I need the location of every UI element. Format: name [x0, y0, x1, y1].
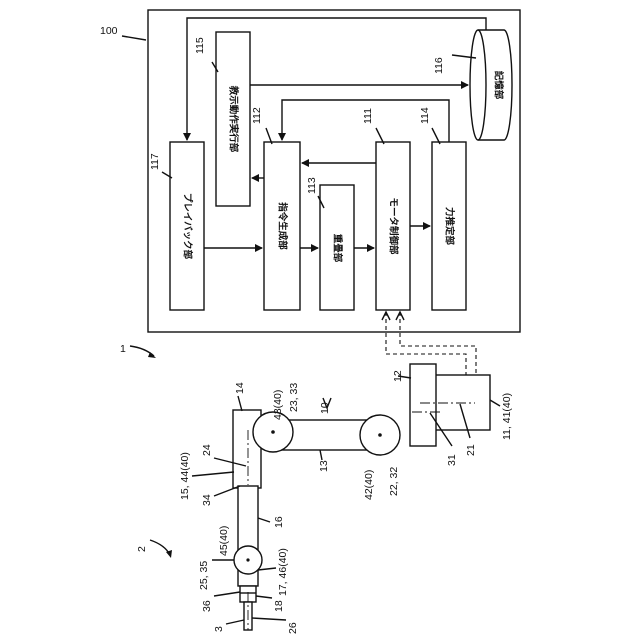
block-113-label: 重畳部: [332, 234, 344, 263]
label-16: 16: [273, 516, 285, 528]
label-100: 100: [100, 25, 118, 37]
leader-34: [214, 486, 240, 496]
label-4240: 42(40): [363, 470, 375, 500]
block-116-storage: [470, 30, 512, 140]
label-24: 24: [201, 444, 213, 456]
block-116-label: 記憶部: [493, 71, 505, 100]
block-117-label: プレイバック部: [182, 193, 194, 260]
block-115-label: 教示動作実行部: [228, 85, 240, 153]
label-36: 36: [201, 600, 213, 612]
label-14: 14: [234, 382, 246, 394]
joint-25-center: [246, 558, 249, 561]
label-2232: 22, 32: [388, 467, 400, 496]
label-112: 112: [251, 107, 263, 124]
label-111: 111: [362, 108, 374, 124]
label-3: 3: [213, 626, 225, 632]
leader-14: [238, 396, 242, 411]
robot-link-12: [410, 364, 436, 446]
label-114: 114: [419, 107, 431, 124]
label-1746: 17, 46(40): [277, 548, 289, 596]
label-21: 21: [465, 444, 477, 456]
label-115: 115: [194, 37, 206, 54]
block-112-label: 指令生成部: [277, 202, 289, 250]
label-4540: 45(40): [218, 526, 230, 556]
leader-18: [256, 596, 272, 598]
leader-36: [214, 592, 240, 596]
label-18: 18: [273, 600, 285, 612]
label-31: 31: [446, 454, 458, 466]
label-2: 2: [136, 546, 148, 552]
label-2535: 25, 35: [198, 561, 210, 590]
leader-100: [122, 36, 146, 40]
label-34: 34: [201, 494, 213, 506]
label-1: 1: [120, 343, 126, 355]
label-1141: 11, 41(40): [501, 393, 513, 440]
leader-16: [258, 518, 270, 522]
label-26: 26: [287, 622, 299, 634]
leader-1544: [192, 472, 234, 476]
robot-base-11: [435, 375, 490, 430]
leader-1746: [258, 568, 276, 570]
joint-23-center: [271, 430, 275, 434]
label-116: 116: [433, 57, 445, 74]
label-117: 117: [149, 153, 161, 170]
label-4340: 43(40): [272, 390, 284, 420]
block-111-label: モータ制御部: [388, 197, 400, 255]
label-2333: 23, 33: [288, 383, 300, 412]
leader-13: [320, 450, 322, 460]
label-1544: 15, 44(40): [179, 452, 191, 500]
label-113: 113: [306, 177, 318, 194]
leader-3: [226, 620, 244, 624]
label-13: 13: [318, 460, 330, 472]
leader-26: [252, 618, 286, 620]
joint-22-center: [378, 433, 382, 437]
block-114-label: 力推定部: [444, 207, 456, 246]
leader-1141: [490, 400, 500, 406]
